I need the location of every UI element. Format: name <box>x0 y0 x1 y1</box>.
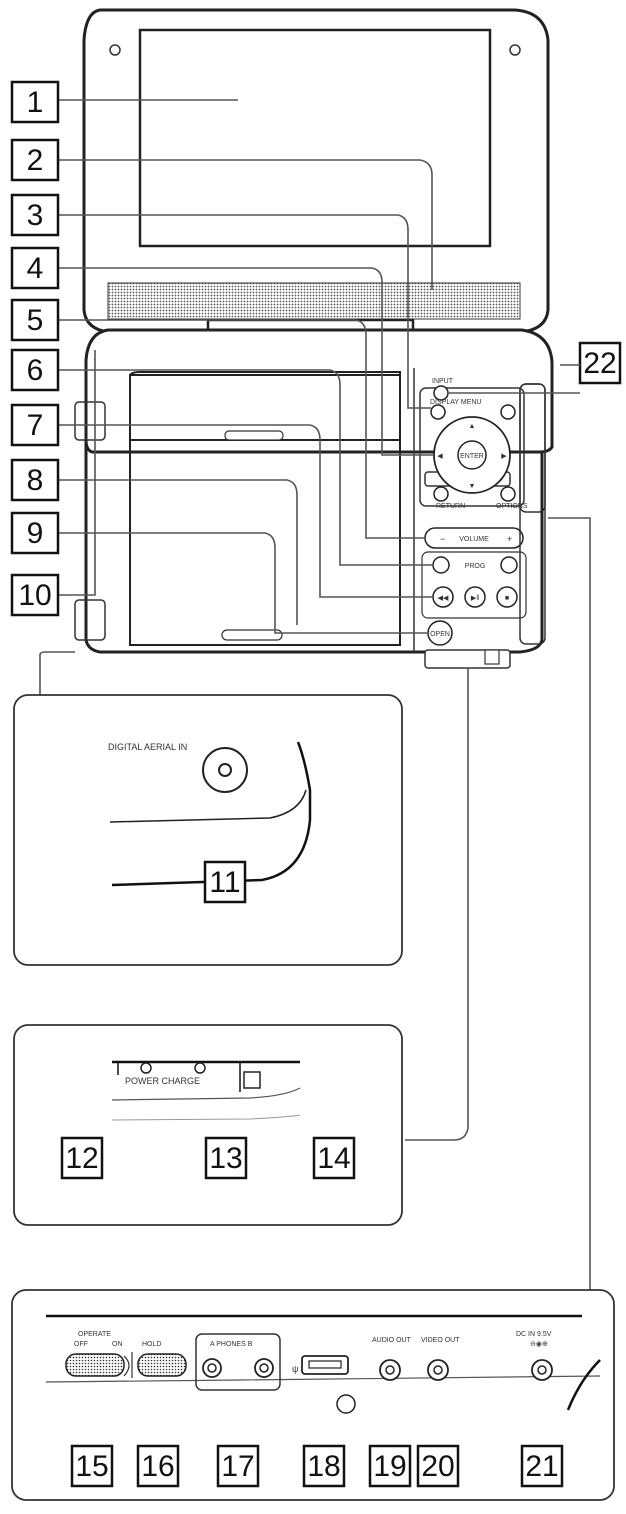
menu-button[interactable] <box>500 404 516 420</box>
volume-plus-label: + <box>507 534 512 544</box>
prog-label: PROG <box>465 563 486 570</box>
volume-label: VOLUME <box>459 536 489 543</box>
callout-2: 2 <box>27 144 44 177</box>
charge-led <box>194 1062 206 1074</box>
callout-10: 10 <box>18 579 51 612</box>
display-button[interactable] <box>430 404 446 420</box>
callout-5: 5 <box>27 304 44 337</box>
enter-button[interactable] <box>457 440 487 470</box>
usb-icon: ψ <box>292 1364 298 1374</box>
dc-in-label: DC IN 9.5V <box>516 1331 552 1338</box>
power-led <box>140 1062 152 1074</box>
audio-out-label: AUDIO OUT <box>372 1337 412 1344</box>
cover-latch <box>224 430 284 441</box>
off-label: OFF <box>74 1341 88 1348</box>
down-arrow-icon: ▼ <box>469 483 476 490</box>
callouts-left: 1 2 3 4 5 6 7 8 9 10 <box>10 80 60 617</box>
options-button[interactable] <box>500 486 516 502</box>
callout-4: 4 <box>27 252 44 285</box>
return-label: RETURN <box>436 503 465 510</box>
return-button[interactable] <box>433 486 449 502</box>
prog-minus-button[interactable] <box>432 556 450 574</box>
aerial-panel: DIGITAL AERIAL IN 11 <box>13 694 403 966</box>
options-label: OPTIONS <box>496 503 528 510</box>
prev-icon: ◀◀ <box>438 595 449 602</box>
hold-label: HOLD <box>142 1341 161 1348</box>
up-arrow-icon: ▲ <box>469 423 476 430</box>
aerial-jack-outline <box>74 401 106 441</box>
callout-19: 19 <box>373 1450 406 1483</box>
operate-switch[interactable] <box>65 1353 125 1377</box>
operate-label: OPERATE <box>78 1331 111 1338</box>
input-button[interactable] <box>433 385 449 401</box>
callout-3: 3 <box>27 199 44 232</box>
callout-9: 9 <box>27 517 44 550</box>
callout-11: 11 <box>209 866 240 899</box>
control-panel: INPUT DISPLAY MENU ENTER ▲ ▼ ◀ ▶ RETURN … <box>419 378 528 646</box>
left-arrow-icon: ◀ <box>437 453 443 460</box>
aerial-jack-box <box>74 599 106 641</box>
enter-label: ENTER <box>460 453 484 460</box>
play-pause-button[interactable] <box>464 586 486 608</box>
callout-13: 13 <box>209 1142 242 1175</box>
callout-6: 6 <box>27 354 44 387</box>
callout-18: 18 <box>307 1450 340 1483</box>
callout-12: 12 <box>65 1142 98 1175</box>
input-label: INPUT <box>432 378 454 385</box>
rear-panel: OPERATE OFF ON HOLD A PHONES B ψ AUDIO O… <box>11 1289 615 1501</box>
stop-button[interactable] <box>496 586 518 608</box>
callout-21: 21 <box>525 1450 558 1483</box>
speaker-grille <box>107 282 521 320</box>
callout-16: 16 <box>141 1450 174 1483</box>
disc-cover-body <box>129 374 401 646</box>
video-out-label: VIDEO OUT <box>421 1337 460 1344</box>
disc-cover-latch <box>221 629 283 641</box>
display-menu-label: DISPLAY MENU <box>430 399 481 406</box>
lcd-screen <box>138 28 492 248</box>
base-unit <box>74 328 554 513</box>
side-connector-outline <box>519 383 546 645</box>
callout-22: 22 <box>583 347 616 380</box>
callout-15: 15 <box>75 1450 108 1483</box>
lid <box>82 8 550 334</box>
hold-switch[interactable] <box>137 1353 187 1377</box>
callout-20: 20 <box>421 1450 454 1483</box>
callout-14: 14 <box>317 1142 350 1175</box>
indicator-switch-detail[interactable] <box>243 1071 261 1089</box>
right-arrow-icon: ▶ <box>501 453 507 460</box>
phones-label: A PHONES B <box>210 1341 253 1348</box>
reset-button[interactable] <box>336 1394 356 1414</box>
callout-17: 17 <box>221 1450 254 1483</box>
indicator-strip-switch <box>484 649 500 665</box>
on-label: ON <box>112 1341 123 1348</box>
volume-minus-label: − <box>440 534 445 544</box>
callout-1: 1 <box>27 86 44 119</box>
open-label: OPEN <box>430 631 450 638</box>
aerial-label: DIGITAL AERIAL IN <box>108 742 187 752</box>
play-pause-icon: ▶‖ <box>471 595 479 602</box>
disc-cover <box>129 371 401 441</box>
callout-8: 8 <box>27 464 44 497</box>
prog-plus-button[interactable] <box>500 556 518 574</box>
polarity-icon: ⊖◉⊕ <box>530 1341 548 1348</box>
indicator-panel: POWER CHARGE 12 13 14 <box>13 1024 403 1226</box>
callout-7: 7 <box>27 409 44 442</box>
stop-icon: ■ <box>505 595 509 602</box>
power-charge-label: POWER CHARGE <box>125 1076 200 1086</box>
